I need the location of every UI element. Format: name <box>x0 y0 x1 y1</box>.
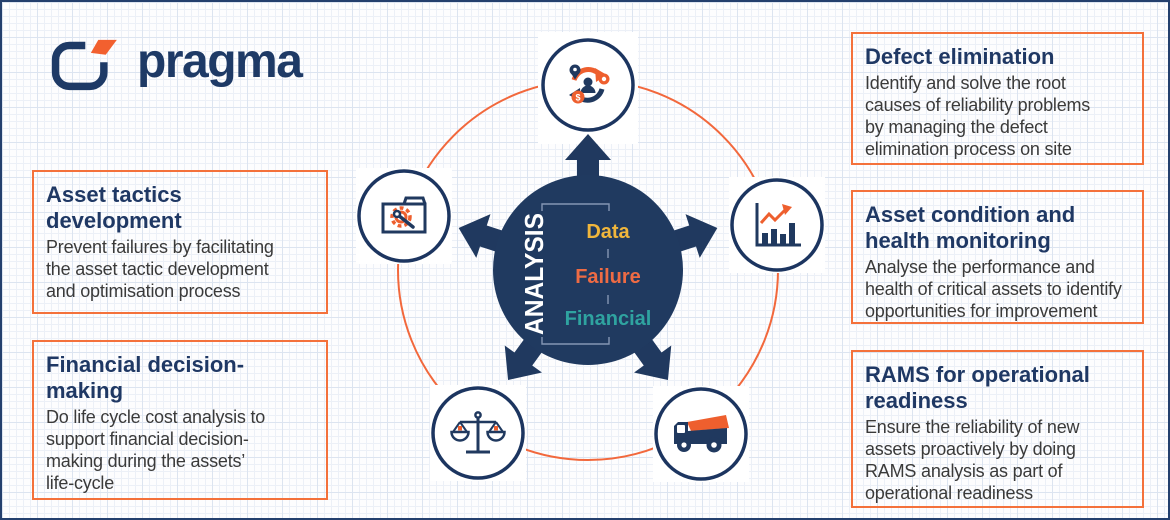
card-asset-tactics: Asset tactics development Prevent failur… <box>32 170 328 314</box>
defect-elimination-process-icon: $ <box>569 64 610 104</box>
svg-text:$: $ <box>575 93 580 103</box>
pragma-logo: pragma <box>50 35 303 94</box>
pin-badge <box>569 64 581 80</box>
hub-bracket <box>541 203 610 345</box>
data-label: Data <box>586 221 630 243</box>
analysis-label: ANALYSIS <box>519 213 549 335</box>
card-body: Do life cycle cost analysis to support f… <box>46 406 266 493</box>
financial-label: Financial <box>565 308 652 330</box>
condition-monitoring-chart-icon <box>755 203 801 247</box>
analysis-hub-diagram: ANALYSIS Data Failure Financial <box>356 32 825 482</box>
pragma-logo-icon <box>51 39 117 91</box>
rams-dump-truck-icon <box>674 415 729 453</box>
card-title: Financial decision- making <box>46 352 245 403</box>
card-body: Prevent failures by facilitating the ass… <box>46 236 274 301</box>
card-title: Asset condition and health monitoring <box>865 202 1076 253</box>
logo-square-outline <box>51 41 108 91</box>
card-title: RAMS for operational readiness <box>865 362 1090 413</box>
asset-tactics-folder-gear-icon <box>381 196 427 234</box>
hub-arrow-up <box>565 134 611 212</box>
logo-orange-flag <box>90 39 117 55</box>
card-defect-elimination: Defect elimination Identify and solve th… <box>851 32 1144 165</box>
target-badge <box>598 73 610 85</box>
card-title: Defect elimination <box>865 44 1055 69</box>
card-rams-readiness: RAMS for operational readiness Ensure th… <box>851 350 1144 508</box>
dollar-badge: $ <box>571 90 585 104</box>
brand-name: pragma <box>137 35 303 88</box>
card-body: Analyse the performance and health of cr… <box>865 256 1122 321</box>
hub-circle <box>493 175 683 365</box>
failure-label: Failure <box>575 266 641 288</box>
card-condition-monitoring: Asset condition and health monitoring An… <box>851 190 1144 324</box>
card-body: Identify and solve the root causes of re… <box>865 72 1091 159</box>
card-body: Ensure the reliability of new assets pro… <box>865 416 1080 503</box>
card-title: Asset tactics development <box>46 182 182 233</box>
financial-decision-scales-icon <box>450 411 506 454</box>
card-financial-decision: Financial decision- making Do life cycle… <box>32 340 328 500</box>
